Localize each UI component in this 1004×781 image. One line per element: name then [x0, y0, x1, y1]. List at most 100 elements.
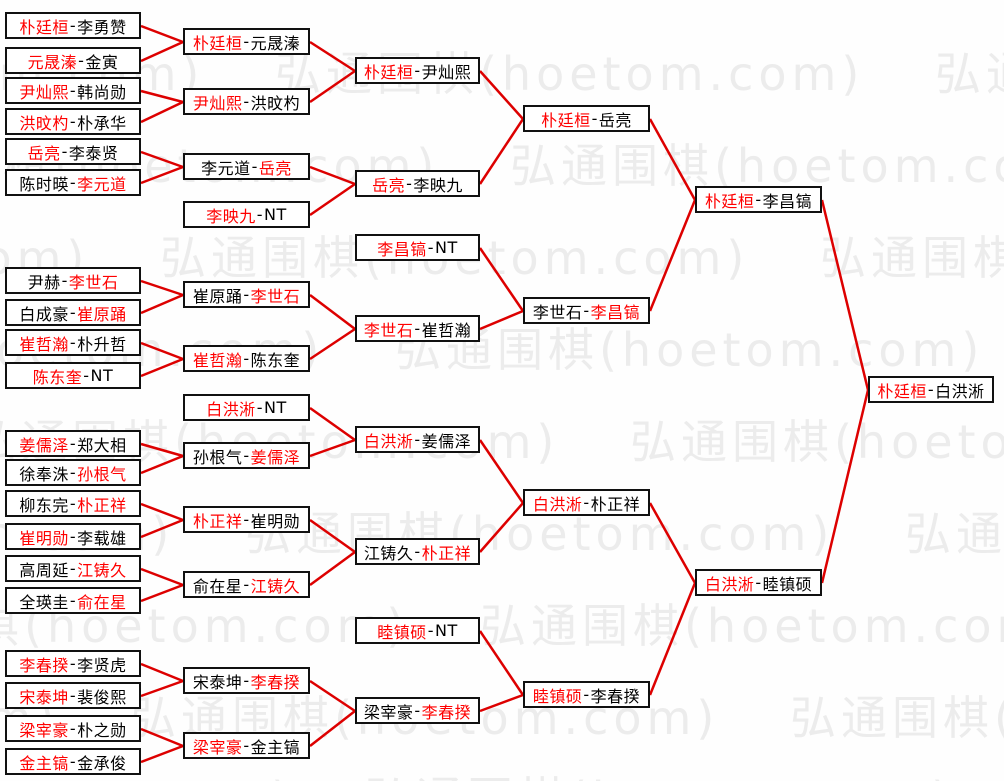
match-r2-3: 李元道-岳亮 — [183, 153, 310, 180]
dash: - — [414, 542, 421, 561]
player-right: 李载雄 — [77, 528, 127, 548]
dash: - — [583, 301, 590, 320]
match-r1-20: 金主镐-金承俊 — [5, 748, 141, 775]
player-left: 宋泰坤 — [192, 672, 243, 692]
watermark-text: 弘通围棋(hoetom.com) 弘通围棋(hoetom.com) 弘通围棋(h… — [0, 139, 1004, 193]
player-left: 元晟溱 — [27, 52, 78, 72]
dash: - — [243, 736, 250, 755]
match-r1-14: 崔明勋-李载雄 — [5, 523, 141, 550]
player-right: 李昌镐 — [762, 191, 813, 211]
dash: - — [243, 285, 250, 304]
player-right: 洪旼杓 — [250, 93, 301, 113]
player-left: 岳亮 — [27, 143, 61, 163]
player-left: 尹灿熙 — [192, 93, 243, 113]
player-left: 朴廷桓 — [877, 381, 927, 401]
player-right: 俞在星 — [77, 592, 127, 612]
player-right: 崔哲瀚 — [421, 320, 472, 340]
player-left: 李映九 — [206, 206, 256, 226]
dash: - — [256, 398, 264, 417]
player-right: 韩尚勋 — [77, 82, 127, 102]
player-right: 岳亮 — [258, 158, 292, 178]
match-r1-18: 宋泰坤-裴俊熙 — [5, 682, 141, 709]
player-right: 裴俊熙 — [77, 687, 127, 707]
player-right: 尹灿熙 — [421, 62, 472, 82]
match-r3-7: 睦镇硕-NT — [355, 617, 480, 644]
match-r5-2: 白洪淅-睦镇硕 — [695, 569, 822, 596]
match-r1-2: 元晟溱-金寅 — [5, 47, 141, 74]
dash: - — [69, 719, 77, 738]
player-left: 崔哲瀚 — [19, 334, 69, 354]
player-left: 尹灿熙 — [19, 82, 69, 102]
dash: - — [427, 621, 435, 640]
dash: - — [406, 174, 413, 193]
match-r1-9: 崔哲瀚-朴升哲 — [5, 329, 141, 356]
player-right: 李春揆 — [590, 686, 641, 706]
dash: - — [243, 92, 250, 111]
match-r1-4: 洪旼杓-朴承华 — [5, 108, 141, 135]
match-r3-3: 李昌镐-NT — [355, 234, 480, 261]
player-right: 岳亮 — [598, 110, 632, 130]
dash: - — [61, 271, 68, 290]
player-left: 崔原踊 — [192, 286, 243, 306]
match-r2-6: 崔哲瀚-陈东奎 — [183, 345, 310, 372]
match-r1-16: 全瑛圭-俞在星 — [5, 587, 141, 614]
player-left: 朴正祥 — [192, 511, 243, 531]
dash: - — [583, 493, 590, 512]
dash: - — [414, 430, 421, 449]
match-r2-11: 宋泰坤-李春揆 — [183, 667, 310, 694]
dash: - — [243, 32, 250, 51]
player-right: 李泰贤 — [68, 143, 119, 163]
dash: - — [591, 109, 598, 128]
match-r1-8: 白成豪-崔原踊 — [5, 299, 141, 326]
match-r3-6: 江铸久-朴正祥 — [355, 538, 480, 565]
player-left: 崔明勋 — [19, 528, 69, 548]
player-right: 白洪淅 — [935, 381, 985, 401]
player-right: 元晟溱 — [250, 33, 301, 53]
player-right: 金主镐 — [250, 737, 301, 757]
dash: - — [755, 190, 762, 209]
dash: - — [414, 319, 421, 338]
player-right: 姜儒泽 — [250, 447, 301, 467]
player-right: 陈东奎 — [250, 350, 301, 370]
dash: - — [243, 349, 250, 368]
player-right: 李春揆 — [421, 702, 472, 722]
match-r1-11: 姜儒泽-郑大相 — [5, 430, 141, 457]
player-left: 姜儒泽 — [19, 435, 69, 455]
dash: - — [69, 303, 77, 322]
match-r3-1: 朴廷桓-尹灿熙 — [355, 57, 480, 84]
player-left: 陈东奎 — [32, 367, 83, 387]
match-r2-12: 梁宰豪-金主镐 — [183, 732, 310, 759]
dash: - — [69, 559, 77, 578]
match-r1-13: 柳东完-朴正祥 — [5, 490, 141, 517]
match-r1-5: 岳亮-李泰贤 — [5, 138, 141, 165]
player-right: NT — [435, 621, 458, 640]
dash: - — [256, 205, 264, 224]
watermark-text: 弘通围棋(hoetom.com) 弘通围棋(hoetom.com) 弘通围棋(h… — [0, 599, 1004, 653]
player-left: 李世石 — [532, 302, 583, 322]
dash: - — [69, 654, 77, 673]
watermark-text: 弘通围棋(hoetom.com) 弘通围棋(hoetom.com) 弘通围棋(h… — [0, 323, 1004, 377]
player-left: 洪旼杓 — [19, 113, 69, 133]
dash: - — [69, 527, 77, 546]
match-r1-1: 朴廷桓-李勇赞 — [5, 12, 141, 39]
player-left: 徐奉洙 — [19, 464, 69, 484]
player-right: NT — [90, 366, 114, 385]
match-r4-2: 李世石-李昌镐 — [523, 297, 650, 324]
match-r1-6: 陈时暎-李元道 — [5, 169, 141, 196]
player-right: 朴正祥 — [421, 543, 472, 563]
player-left: 梁宰豪 — [363, 702, 414, 722]
match-r3-8: 梁宰豪-李春揆 — [355, 697, 480, 724]
player-right: 李勇赞 — [77, 17, 127, 37]
dash: - — [78, 51, 85, 70]
match-r1-10: 陈东奎-NT — [5, 362, 141, 389]
player-left: 白成豪 — [19, 304, 69, 324]
dash: - — [69, 752, 77, 771]
player-left: 柳东完 — [19, 495, 69, 515]
player-left: 朴廷桓 — [363, 62, 414, 82]
player-right: 朴正祥 — [77, 495, 127, 515]
dash: - — [243, 575, 250, 594]
dash: - — [69, 494, 77, 513]
dash: - — [69, 81, 77, 100]
